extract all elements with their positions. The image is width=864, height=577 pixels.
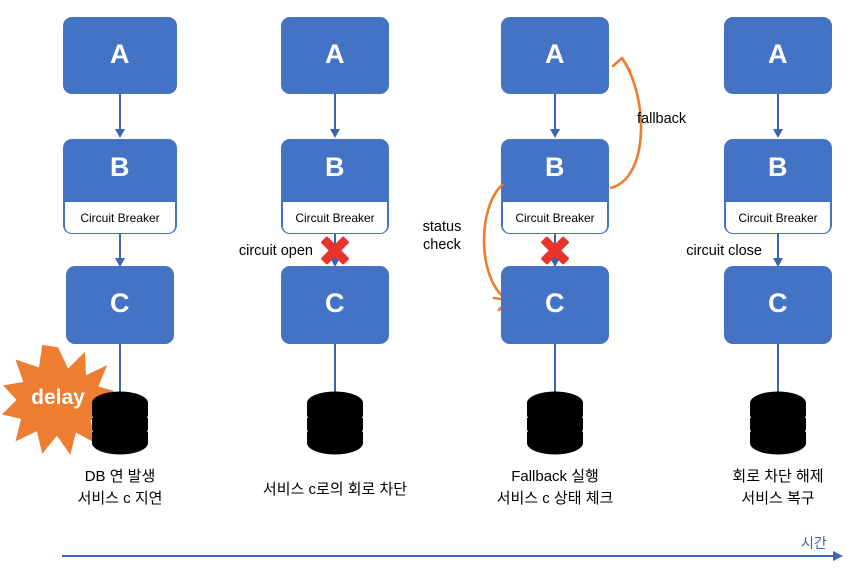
arrow-c-to-db-col2	[330, 344, 340, 402]
timeline-axis	[62, 551, 843, 561]
service-node-c-col3: C	[501, 266, 609, 344]
burst-star-icon	[2, 345, 114, 455]
database-cylinder-col3	[526, 391, 584, 457]
service-node-c-col1: C	[66, 266, 174, 344]
database-icon	[527, 391, 583, 455]
caption-col3-line1: Fallback 실행	[511, 468, 599, 485]
arrow-c-to-db-col1	[115, 344, 125, 402]
database-icon	[307, 391, 363, 455]
node-label-a: A	[110, 39, 130, 69]
circuit-breaker-label: Circuit Breaker	[80, 210, 160, 225]
database-icon	[750, 391, 806, 455]
circuit-breaker-label: Circuit Breaker	[738, 210, 818, 225]
service-node-b-col2: B Circuit Breaker	[281, 139, 389, 234]
arrow-c-to-db-col4	[773, 344, 783, 402]
caption-col4: 회로 차단 해제 서비스 복구	[678, 466, 864, 510]
database-cylinder-col4	[749, 391, 807, 457]
service-node-b-col4: B Circuit Breaker	[724, 139, 832, 234]
arrow-c-to-db-col3	[550, 344, 560, 402]
node-label-c: C	[768, 288, 788, 318]
database-cylinder-col2	[306, 391, 364, 457]
service-node-b-col1: B Circuit Breaker	[63, 139, 177, 234]
circuit-breaker-box-col1: Circuit Breaker	[64, 201, 176, 234]
node-label-c: C	[545, 288, 565, 318]
circuit-breaker-label: Circuit Breaker	[295, 210, 375, 225]
service-node-a-col4: A	[724, 17, 832, 94]
service-node-c-col4: C	[724, 266, 832, 344]
arrow-a-to-b-col4	[773, 94, 783, 138]
caption-col1: DB 연 발생 서비스 c 지연	[20, 466, 220, 510]
status-check-line-2: check	[423, 237, 461, 254]
status-check-line-1: status	[422, 219, 462, 235]
caption-col3: Fallback 실행 서비스 c 상태 체크	[455, 466, 655, 510]
circuit-breaker-box-col4: Circuit Breaker	[725, 201, 831, 234]
node-label-b: B	[768, 152, 788, 182]
circuit-open-x-icon-col2	[318, 233, 352, 267]
arrow-a-to-b-col3	[550, 94, 560, 138]
caption-col4-line2: 서비스 복구	[741, 489, 815, 507]
fallback-arrow-col3	[609, 56, 643, 190]
caption-col3-line2: 서비스 c 상태 체크	[496, 489, 614, 507]
node-label-c: C	[325, 288, 345, 318]
caption-col1-line2: 서비스 c 지연	[77, 489, 163, 507]
circuit-breaker-label: Circuit Breaker	[515, 210, 595, 225]
database-icon	[92, 391, 148, 455]
circuit-open-label-col2: circuit open	[238, 243, 313, 259]
service-node-a-col2: A	[281, 17, 389, 94]
node-label-b: B	[545, 152, 565, 182]
fallback-label-col3: fallback	[637, 111, 687, 127]
circuit-breaker-box-col2: Circuit Breaker	[282, 201, 388, 234]
circuit-breaker-box-col3: Circuit Breaker	[502, 201, 608, 234]
node-label-b: B	[110, 152, 130, 182]
database-cylinder-col1	[91, 391, 149, 457]
node-label-a: A	[545, 39, 565, 69]
arrow-b-to-c-col4	[773, 234, 783, 267]
caption-col1-line1: DB 연 발생	[84, 468, 156, 485]
service-node-a-col1: A	[63, 17, 177, 94]
arrow-a-to-b-col2	[330, 94, 340, 138]
caption-col4-line1: 회로 차단 해제	[732, 468, 824, 485]
status-check-label-col3: status check	[408, 218, 476, 254]
service-node-c-col2: C	[281, 266, 389, 344]
service-node-a-col3: A	[501, 17, 609, 94]
caption-col2: 서비스 c로의 회로 차단	[235, 479, 435, 501]
node-label-a: A	[325, 39, 345, 69]
caption-col2-line1: 서비스 c로의 회로 차단	[262, 481, 408, 498]
node-label-a: A	[768, 39, 788, 69]
timeline-label: 시간	[801, 535, 827, 551]
service-node-b-col3: B Circuit Breaker	[501, 139, 609, 234]
circuit-close-label-col4: circuit close	[686, 243, 762, 259]
node-label-b: B	[325, 152, 345, 182]
node-label-c: C	[110, 288, 130, 318]
delay-burst-label: delay	[31, 386, 85, 409]
delay-burst-col1: delay	[2, 345, 114, 457]
arrow-a-to-b-col1	[115, 94, 125, 138]
arrow-b-to-c-col1	[115, 234, 125, 267]
